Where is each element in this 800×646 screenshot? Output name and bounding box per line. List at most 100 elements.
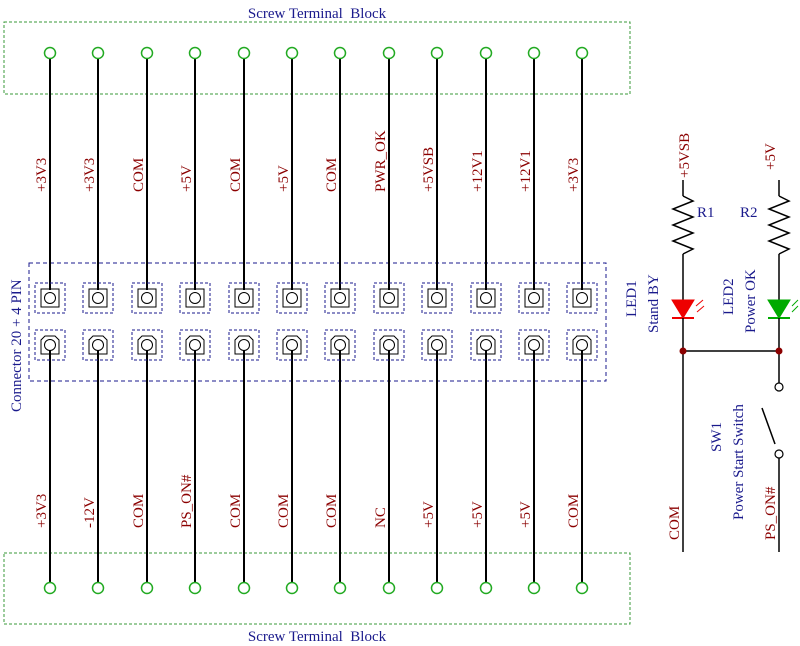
terminal-bottom: [575, 581, 589, 595]
sw-name: SW1: [709, 422, 725, 452]
pad-lower: [421, 329, 453, 361]
top-pin-label: +3V3: [566, 158, 582, 192]
pad-upper: [34, 282, 66, 314]
bottom-pin-label: PS_ON#: [179, 474, 195, 528]
terminal-top: [527, 46, 541, 60]
pad-upper: [179, 282, 211, 314]
pad-upper: [518, 282, 550, 314]
bottom-pin-label: COM: [228, 494, 244, 528]
terminal-top: [575, 46, 589, 60]
top-pin-label: +3V3: [82, 158, 98, 192]
connector-outline: [28, 262, 607, 382]
terminal-bottom: [382, 581, 396, 595]
pad-lower: [276, 329, 308, 361]
r2-resistor: [766, 195, 792, 255]
top-pin-labels: +3V3 +3V3 COM +5V COM +5V COM PWR_OK +5VSB +12V1 +…: [34, 130, 582, 192]
pad-upper: [373, 282, 405, 314]
terminal-top: [382, 46, 396, 60]
terminal-bottom: [140, 581, 154, 595]
pad-upper: [470, 282, 502, 314]
top-pin-label: +5V: [179, 165, 195, 192]
top-pin-label: +5V: [276, 165, 292, 192]
pad-upper: [566, 282, 598, 314]
bottom-pin-label: -12V: [82, 497, 98, 528]
pad-lower: [566, 329, 598, 361]
r1-label: R1: [697, 205, 715, 221]
indicator-circuit: +5VSB +5V R1 R2 LED1 Stand BY LED2 Power…: [624, 133, 799, 552]
connector-pads: [34, 282, 598, 361]
switch-lever: [761, 407, 776, 445]
pad-upper: [131, 282, 163, 314]
led2-icon: [767, 299, 791, 319]
terminal-bottom: [333, 581, 347, 595]
pad-upper: [324, 282, 356, 314]
terminal-top: [285, 46, 299, 60]
screw-terminals: [43, 46, 589, 595]
bottom-pin-label: COM: [566, 494, 582, 528]
top-pin-label: +12V1: [518, 150, 534, 192]
bottom-pin-label: +5V: [470, 501, 486, 528]
terminal-bottom: [527, 581, 541, 595]
wires: [49, 57, 583, 584]
top-pin-label: +3V3: [34, 158, 50, 192]
bottom-pin-label: +5V: [421, 501, 437, 528]
switch-contact: [774, 382, 784, 392]
connector-label: Connector 20 + 4 PIN: [9, 279, 25, 412]
pad-lower: [131, 329, 163, 361]
terminal-bottom: [237, 581, 251, 595]
bottom-pin-label: COM: [324, 494, 340, 528]
led2-desc: Power OK: [743, 269, 759, 333]
top-pin-label: COM: [324, 158, 340, 192]
terminal-top: [140, 46, 154, 60]
r2-label: R2: [740, 205, 758, 221]
bottom-block-title: Screw Terminal Block: [248, 629, 387, 645]
pad-upper: [421, 282, 453, 314]
top-pin-label: PWR_OK: [373, 130, 389, 192]
terminal-bottom: [188, 581, 202, 595]
led2-name: LED2: [721, 278, 737, 315]
pad-lower: [228, 329, 260, 361]
pad-lower: [82, 329, 114, 361]
pad-lower: [470, 329, 502, 361]
terminal-bottom: [430, 581, 444, 595]
bottom-pin-label: COM: [276, 494, 292, 528]
top-block-title: Screw Terminal Block: [248, 6, 387, 22]
terminal-top: [43, 46, 57, 60]
top-screw-terminal-block: [3, 21, 631, 95]
pad-lower: [34, 329, 66, 361]
terminal-top: [91, 46, 105, 60]
top-pin-label: +12V1: [470, 150, 486, 192]
pad-lower: [324, 329, 356, 361]
led1-name: LED1: [624, 280, 640, 317]
terminal-top: [430, 46, 444, 60]
led1-desc: Stand BY: [646, 274, 662, 333]
terminal-bottom: [43, 581, 57, 595]
pad-lower: [373, 329, 405, 361]
pad-upper: [228, 282, 260, 314]
terminal-top: [333, 46, 347, 60]
terminal-top: [479, 46, 493, 60]
bottom-pin-label: NC: [373, 507, 389, 528]
led1-supply-label: +5VSB: [677, 133, 693, 178]
sw-desc: Power Start Switch: [731, 404, 747, 520]
switch-contact: [774, 449, 784, 459]
ps-on-label: PS_ON#: [763, 486, 779, 540]
top-pin-label: +5VSB: [421, 147, 437, 192]
com-label: COM: [667, 506, 683, 540]
bottom-pin-label: +5V: [518, 501, 534, 528]
bottom-screw-terminal-block: [3, 552, 631, 625]
junction-dot: [679, 347, 687, 355]
top-pin-label: COM: [131, 158, 147, 192]
terminal-bottom: [285, 581, 299, 595]
terminal-bottom: [91, 581, 105, 595]
top-pin-label: COM: [228, 158, 244, 192]
junction-dot: [775, 347, 783, 355]
led1-icon: [671, 299, 695, 319]
pad-lower: [179, 329, 211, 361]
terminal-bottom: [479, 581, 493, 595]
pad-upper: [276, 282, 308, 314]
bottom-pin-label: +3V3: [34, 494, 50, 528]
terminal-top: [237, 46, 251, 60]
